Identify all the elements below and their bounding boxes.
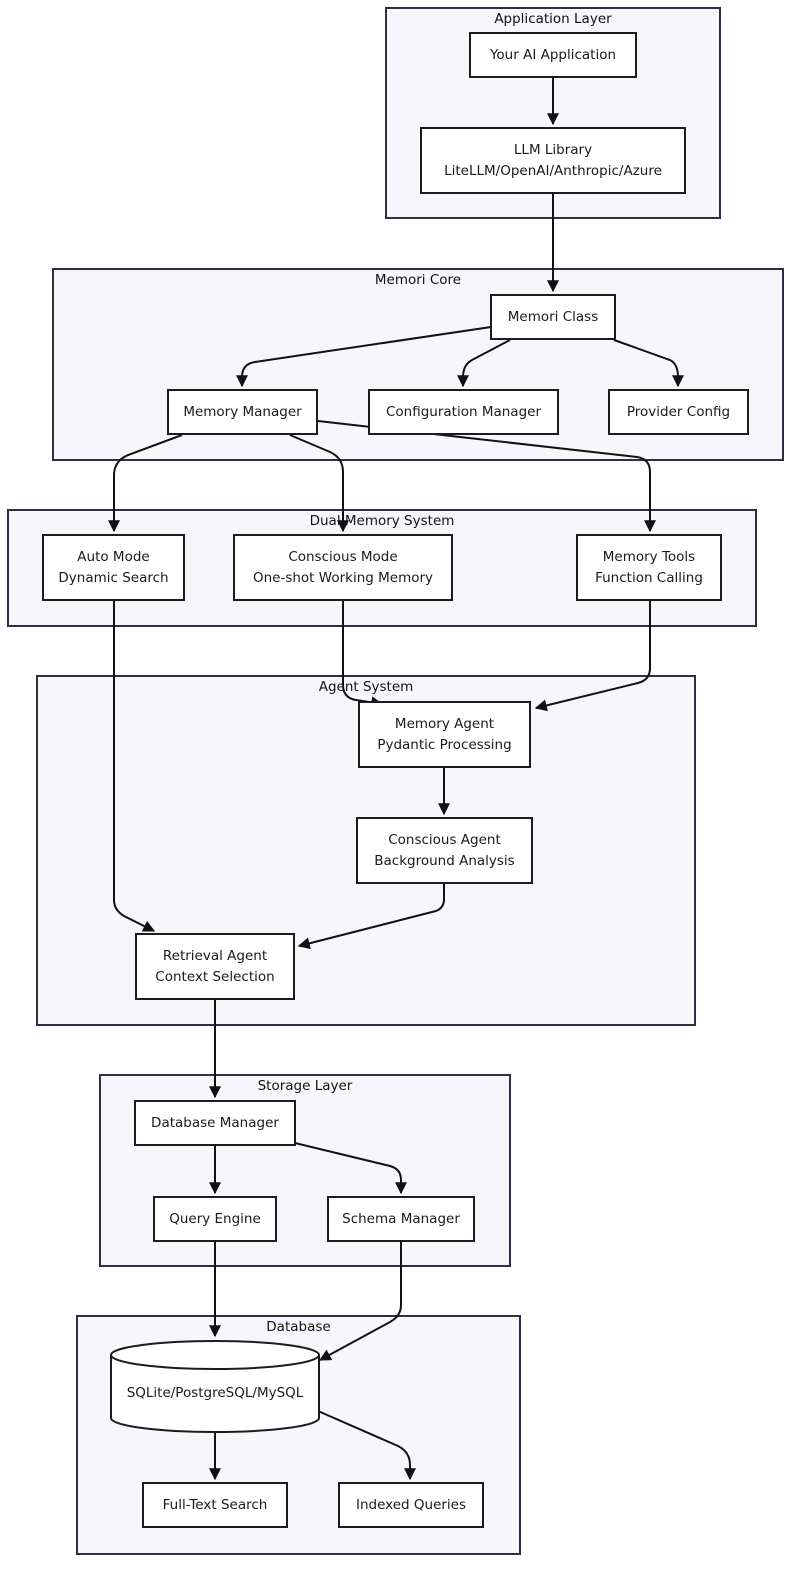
- node-sublabel: Context Selection: [155, 968, 275, 985]
- edge-conscious-to-memory-agent: [342, 600, 384, 709]
- node-label: Memory Agent: [394, 715, 495, 732]
- node-auto-mode: Auto Mode Dynamic Search: [42, 534, 185, 601]
- node-provider-config: Provider Config: [608, 389, 749, 435]
- node-label: Full-Text Search: [162, 1496, 268, 1513]
- node-label: Query Engine: [169, 1210, 261, 1227]
- node-label: Conscious Agent: [388, 831, 501, 848]
- node-sublabel: Background Analysis: [374, 852, 515, 869]
- node-indexed-queries: Indexed Queries: [338, 1482, 484, 1528]
- edge-auto-to-retrieval: [113, 600, 156, 932]
- node-conscious-agent: Conscious Agent Background Analysis: [356, 817, 533, 884]
- node-label: Provider Config: [626, 403, 731, 420]
- node-memory-manager: Memory Manager: [167, 389, 318, 435]
- node-label: Indexed Queries: [355, 1496, 467, 1513]
- node-schema-manager: Schema Manager: [327, 1196, 475, 1242]
- node-sql-database-label: SQLite/PostgreSQL/MySQL: [126, 1385, 304, 1401]
- node-sublabel: One-shot Working Memory: [252, 569, 434, 586]
- node-label: Memori Class: [507, 308, 599, 325]
- node-label: Database Manager: [151, 1114, 279, 1131]
- node-sublabel: Dynamic Search: [58, 569, 169, 586]
- node-memory-agent: Memory Agent Pydantic Processing: [358, 701, 531, 768]
- node-label: Schema Manager: [342, 1210, 460, 1227]
- cluster-title: Application Layer: [494, 11, 612, 27]
- node-query-engine: Query Engine: [153, 1196, 277, 1242]
- node-sublabel: Pydantic Processing: [377, 736, 512, 753]
- node-llm-library: LLM Library LiteLLM/OpenAI/Anthropic/Azu…: [420, 127, 686, 194]
- edge-memori-to-memory-manager: [236, 326, 492, 388]
- edge-memory-manager-to-tools: [317, 420, 656, 533]
- node-label: Memory Tools: [602, 548, 696, 565]
- node-label: LLM Library: [513, 141, 593, 158]
- node-configuration-manager: Configuration Manager: [368, 389, 559, 435]
- node-full-text-search: Full-Text Search: [142, 1482, 288, 1528]
- database-cylinder: [110, 1340, 320, 1433]
- node-label: Auto Mode: [77, 548, 150, 565]
- node-retrieval-agent: Retrieval Agent Context Selection: [135, 933, 295, 1000]
- edge-memory-manager-to-auto: [108, 434, 183, 533]
- edge-memory-manager-to-conscious: [289, 434, 349, 533]
- edge-tools-to-memory-agent: [534, 600, 651, 712]
- node-your-ai-application: Your AI Application: [469, 32, 637, 78]
- node-memory-tools: Memory Tools Function Calling: [576, 534, 722, 601]
- cluster-title: Database: [266, 1319, 331, 1335]
- node-database-manager: Database Manager: [134, 1100, 296, 1146]
- node-sublabel: Function Calling: [595, 569, 703, 586]
- node-conscious-mode: Conscious Mode One-shot Working Memory: [233, 534, 453, 601]
- node-label: Conscious Mode: [288, 548, 398, 565]
- edge-database-manager-to-schema-manager: [294, 1142, 407, 1195]
- node-memori-class: Memori Class: [490, 294, 616, 340]
- cluster-title: Storage Layer: [257, 1078, 353, 1094]
- node-label: Retrieval Agent: [162, 947, 268, 964]
- node-label: Your AI Application: [489, 46, 617, 63]
- edge-memori-to-config-manager: [457, 339, 511, 388]
- edge-schema-manager-to-db: [318, 1241, 402, 1361]
- cluster-title: Memori Core: [374, 272, 462, 288]
- node-label: Configuration Manager: [385, 403, 542, 420]
- node-label: Memory Manager: [183, 403, 302, 420]
- edge-conscious-agent-to-retrieval: [297, 884, 445, 950]
- edge-db-to-indexed: [317, 1410, 416, 1481]
- edge-memori-to-provider-config: [613, 339, 684, 388]
- node-sublabel: LiteLLM/OpenAI/Anthropic/Azure: [444, 162, 662, 179]
